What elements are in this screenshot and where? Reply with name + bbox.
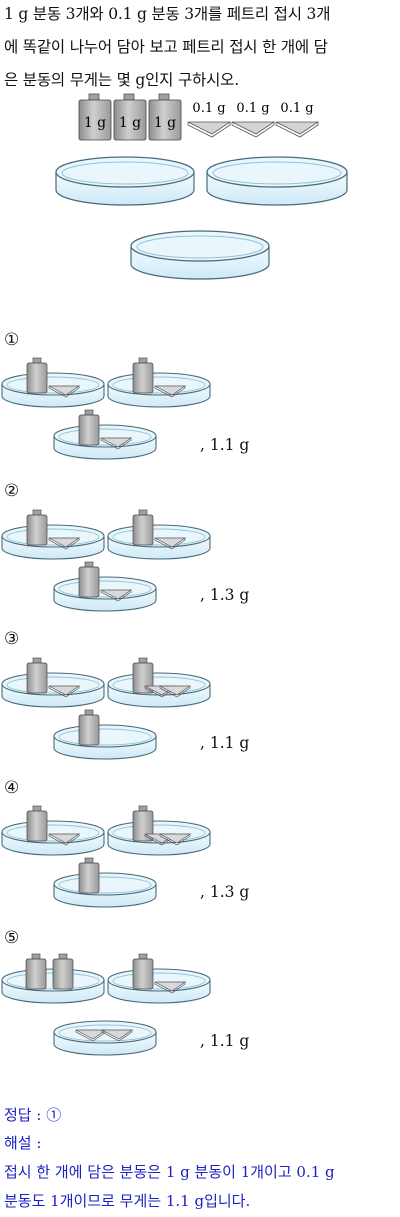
weight-1g-2: 1 g bbox=[113, 93, 147, 141]
question-line-1: 1 g 분동 3개와 0.1 g 분동 3개를 페트리 접시 3개 bbox=[4, 5, 331, 23]
choice-5-answer: , 1.1 g bbox=[200, 1032, 250, 1050]
question-figure: 1 g 1 g 1 g 0.1 g 0.1 g 0.1 g bbox=[55, 93, 348, 280]
weight-01g-3: 0.1 g bbox=[275, 101, 320, 138]
choice-2-dish-1 bbox=[1, 509, 105, 560]
petri-dish-2 bbox=[206, 156, 348, 206]
choice-4-dish-3 bbox=[53, 857, 157, 908]
choice-3-illustration bbox=[1, 657, 211, 760]
question-line-2: 에 똑같이 나누어 담아 보고 페트리 접시 한 개에 담 bbox=[4, 38, 328, 56]
choice-1-dish-1 bbox=[1, 357, 105, 408]
answer-line: 정답 : ① bbox=[4, 1106, 62, 1124]
choice-1-illustration bbox=[1, 357, 211, 460]
weight-1g-1: 1 g bbox=[78, 93, 112, 141]
choice-2-answer: , 1.3 g bbox=[200, 586, 250, 604]
choice-5-dish-3 bbox=[53, 1020, 157, 1056]
choice-5-dish-2 bbox=[107, 953, 211, 1004]
choice-2-number[interactable]: ② bbox=[4, 481, 20, 501]
weight-1g-3: 1 g bbox=[148, 93, 182, 141]
choice-1-dish-2 bbox=[107, 357, 211, 408]
choice-3-dish-1 bbox=[1, 657, 105, 708]
choice-2-illustration bbox=[1, 509, 211, 612]
choice-3-answer: , 1.1 g bbox=[200, 734, 250, 752]
weight-label: 1 g bbox=[119, 115, 141, 131]
choices-figure bbox=[1, 357, 211, 1056]
choice-1-dish-3 bbox=[53, 409, 157, 460]
choice-1-number[interactable]: ① bbox=[4, 330, 20, 350]
choice-5-illustration bbox=[1, 953, 211, 1056]
choice-5-number[interactable]: ⑤ bbox=[4, 928, 20, 948]
choice-2-dish-2 bbox=[107, 509, 211, 560]
weight-label: 1 g bbox=[154, 115, 176, 131]
choice-4-number[interactable]: ④ bbox=[4, 778, 20, 798]
explanation-label: 해설 : bbox=[4, 1134, 42, 1152]
question-line-3: 은 분동의 무게는 몇 g인지 구하시오. bbox=[4, 71, 239, 89]
weight-label: 1 g bbox=[84, 115, 106, 131]
weight-01g-2: 0.1 g bbox=[231, 101, 276, 138]
choice-3-dish-2 bbox=[107, 657, 211, 708]
choice-3-number[interactable]: ③ bbox=[4, 629, 20, 649]
choice-4-illustration bbox=[1, 805, 211, 908]
petri-dish-1 bbox=[55, 156, 195, 206]
weight-label: 0.1 g bbox=[192, 101, 225, 116]
weight-01g-1: 0.1 g bbox=[187, 101, 232, 138]
choice-4-dish-2 bbox=[107, 805, 211, 856]
choice-4-dish-1 bbox=[1, 805, 105, 856]
petri-dish-3 bbox=[130, 230, 270, 280]
choice-4-answer: , 1.3 g bbox=[200, 883, 250, 901]
choice-1-answer: , 1.1 g bbox=[200, 436, 250, 454]
explanation-line-1: 접시 한 개에 담은 분동은 1 g 분동이 1개이고 0.1 g bbox=[4, 1163, 335, 1181]
choice-3-dish-3 bbox=[53, 709, 157, 760]
weight-label: 0.1 g bbox=[236, 101, 269, 116]
choice-5-dish-1 bbox=[1, 953, 105, 1004]
choice-2-dish-3 bbox=[53, 561, 157, 612]
weight-label: 0.1 g bbox=[280, 101, 313, 116]
explanation-line-2: 분동도 1개이므로 무게는 1.1 g입니다. bbox=[4, 1192, 251, 1210]
